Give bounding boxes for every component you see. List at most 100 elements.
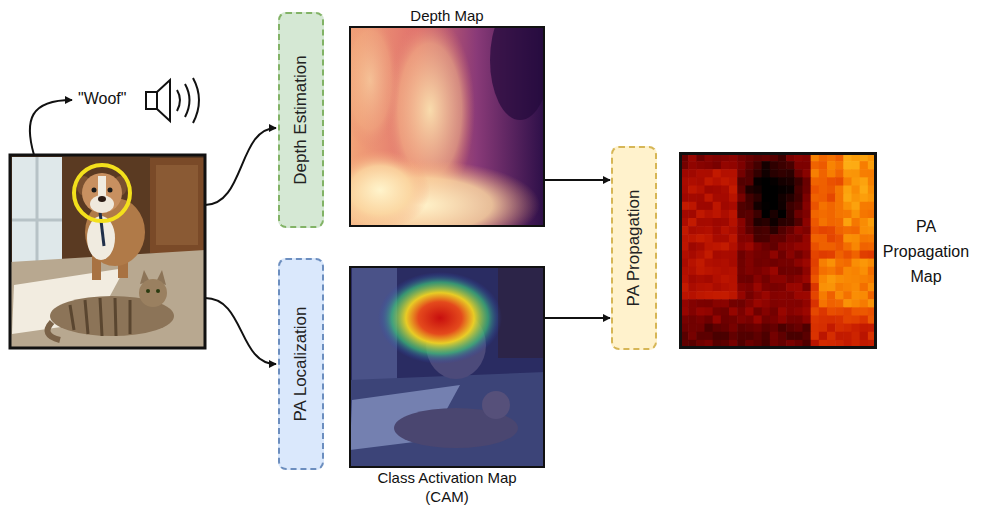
heatmap-cell [688,259,697,268]
heatmap-cell [737,251,746,260]
heatmap-cell [827,218,836,227]
heatmap-cell [737,161,746,170]
heatmap-cell [794,202,803,211]
heatmap-cell [762,169,771,178]
heatmap-cell [835,218,844,227]
heatmap-cell [737,291,746,300]
image-caption: Class Activation Map (CAM) [361,468,533,506]
heatmap-cell [713,324,722,333]
heatmap-cell [688,161,697,170]
step-label: PA Localization [291,307,311,422]
heatmap-cell [803,259,812,268]
heatmap-cell [729,169,738,178]
heatmap-cell [705,169,714,178]
heatmap-cell [827,169,836,178]
heatmap-cell [754,316,763,325]
heatmap-cell [786,324,795,333]
heatmap-cell [762,186,771,195]
heatmap-cell [696,218,705,227]
heatmap-cell [713,194,722,203]
heatmap-cell [860,218,869,227]
heatmap-cell [843,324,852,333]
heatmap-cell [770,324,779,333]
heatmap-cell [721,202,730,211]
heatmap-cell [770,267,779,276]
heatmap-cell [803,275,812,284]
heatmap-cell [843,177,852,186]
heatmap-cell [762,259,771,268]
heatmap-cell [811,186,820,195]
heatmap-cell [786,194,795,203]
heatmap-cell [729,324,738,333]
heatmap-cell [696,226,705,235]
heatmap-cell [794,186,803,195]
heatmap-cell [729,242,738,251]
heatmap-cell [762,267,771,276]
illustration-part [482,391,510,419]
heatmap-cell [762,242,771,251]
heatmap-cell [835,234,844,243]
heatmap-cell [696,186,705,195]
heatmap-cell [778,161,787,170]
heatmap-cell [860,194,869,203]
illustration-part [490,26,545,120]
heatmap-cell [778,210,787,219]
heatmap-cell [794,169,803,178]
heatmap-cell [794,161,803,170]
heatmap-cell [770,283,779,292]
heatmap-cell [745,186,754,195]
heatmap-cell [729,267,738,276]
heatmap-cell [754,299,763,308]
process-box: Depth Estimation [278,12,324,228]
heatmap-cell [721,291,730,300]
heatmap-cell [696,234,705,243]
heatmap-cell [827,186,836,195]
heatmap-cell [852,210,861,219]
heatmap-cell [786,275,795,284]
heatmap-cell [835,316,844,325]
heatmap-cell [860,161,869,170]
heatmap-cell [803,161,812,170]
heatmap-cell [778,177,787,186]
heatmap-cell [770,251,779,260]
heatmap-cell [794,218,803,227]
heatmap-cell [827,316,836,325]
heatmap-cell [745,169,754,178]
heatmap-cell [696,291,705,300]
heatmap-cell [803,234,812,243]
heatmap-cell [737,242,746,251]
heatmap-cell [688,291,697,300]
heatmap-cell [713,169,722,178]
heatmap-cell [754,161,763,170]
heatmap-cell [696,169,705,178]
heatmap-cell [811,283,820,292]
heatmap-cell [852,177,861,186]
heatmap-cell [762,324,771,333]
heatmap-cell [835,299,844,308]
heatmap-cell [860,291,869,300]
heatmap-cell [843,259,852,268]
heatmap-cell [811,324,820,333]
heatmap-cell [835,186,844,195]
heatmap-cell [852,324,861,333]
heatmap-cell [729,332,738,341]
heatmap-cell [713,251,722,260]
heatmap-cell [721,259,730,268]
heatmap-cell [778,267,787,276]
heatmap-cell [786,210,795,219]
heatmap-cell [794,259,803,268]
heatmap-cell [762,177,771,186]
heatmap-cell [705,226,714,235]
heatmap-cell [696,283,705,292]
heatmap-cell [762,316,771,325]
heatmap-cell [794,332,803,341]
heatmap-cell [754,234,763,243]
illustration-part [378,272,502,364]
heatmap-cell [819,169,828,178]
heatmap-cell [762,307,771,316]
heatmap-cell [778,324,787,333]
heatmap-cell [745,291,754,300]
heatmap-cell [729,202,738,211]
heatmap-cell [737,186,746,195]
